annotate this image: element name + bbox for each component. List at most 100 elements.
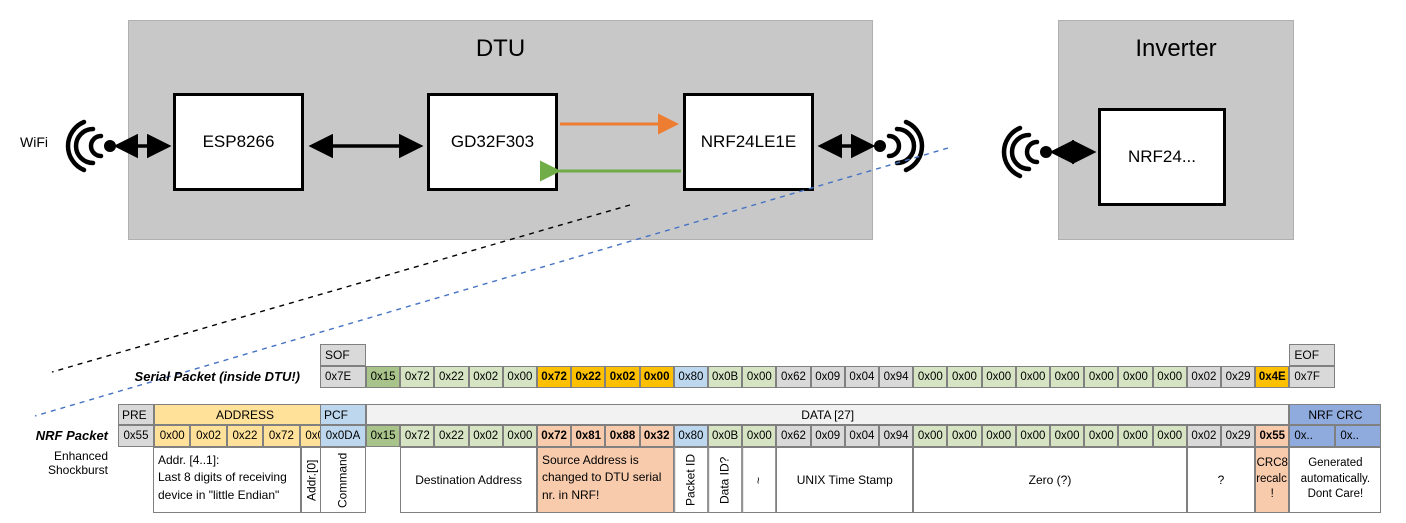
desc-address-note-line-0: Addr. [4..1]: [158, 453, 220, 467]
desc-source-note-line-1: changed to DTU serial [542, 470, 662, 485]
desc-zero: Zero (?) [913, 447, 1187, 513]
nrf-byte-18: 0x00 [981, 425, 1016, 447]
serial-sof-header: SOF [320, 344, 366, 366]
nrf-crc-header: NRF CRC [1289, 404, 1382, 425]
serial-byte-10: 0x0B [708, 366, 743, 388]
nrf-byte-15: 0x94 [879, 425, 914, 447]
desc-tilde: ~ [742, 447, 777, 513]
serial-byte-13: 0x09 [810, 366, 845, 388]
nrf-byte-2: 0x22 [434, 425, 469, 447]
nrf-pre-header: PRE [118, 404, 154, 425]
nrf-pcf-value: 0x0DA [320, 425, 366, 447]
desc-generated-line-0: Generated [1308, 457, 1363, 469]
nrf-byte-26: 0x55 [1255, 425, 1290, 447]
serial-byte-22: 0x00 [1118, 366, 1153, 388]
desc-generated-line-2: Dont Care! [1307, 488, 1364, 501]
serial-byte-14: 0x04 [844, 366, 879, 388]
serial-byte-8: 0x00 [639, 366, 674, 388]
serial-byte-12: 0x62 [776, 366, 811, 388]
nrf-address-byte-1: 0x02 [190, 425, 227, 447]
block-diagram: DTU Inverter ESP8266 GD32F303 NRF24LE1E … [0, 0, 1406, 250]
chip-esp8266-label: ESP8266 [202, 132, 275, 151]
inverter-title: Inverter [1135, 35, 1217, 62]
nrf-address-byte-2: 0x22 [226, 425, 264, 447]
nrf-byte-16: 0x00 [913, 425, 948, 447]
serial-byte-7: 0x02 [605, 366, 640, 388]
wifi-antenna-icon [65, 119, 104, 173]
nrf-byte-14: 0x04 [844, 425, 879, 447]
desc-data-id: Data ID? [708, 447, 743, 513]
desc-source-note-line-0: Source Address is [542, 453, 639, 467]
dtu-title: DTU [475, 35, 526, 62]
serial-byte-23: 0x00 [1152, 366, 1187, 388]
serial-eof-value: 0x7F [1289, 366, 1336, 388]
chip-nrf24le1e[interactable]: NRF24LE1E [683, 93, 814, 191]
serial-byte-17: 0x00 [947, 366, 982, 388]
nrf-address-byte-0: 0x00 [154, 425, 191, 447]
nrf-address-header: ADDRESS [154, 404, 336, 425]
chip-nrf24-inverter[interactable]: NRF24... [1098, 108, 1226, 206]
nrf-byte-3: 0x02 [468, 425, 503, 447]
desc-source-note-line-2: nr. in NRF! [542, 487, 600, 502]
desc-crc8-line-0: CRC8 [1256, 457, 1288, 469]
desc-question: ? [1186, 447, 1256, 513]
serial-byte-20: 0x00 [1050, 366, 1085, 388]
desc-generated-line-1: automatically. [1300, 472, 1371, 485]
serial-byte-18: 0x00 [981, 366, 1016, 388]
serial-byte-5: 0x72 [537, 366, 572, 388]
serial-byte-21: 0x00 [1084, 366, 1119, 388]
serial-byte-1: 0x72 [400, 366, 435, 388]
chip-nrf24-inverter-label: NRF24... [1127, 147, 1197, 166]
desc-crc8-line-2: ! [1270, 488, 1274, 501]
desc-crc8-line-1: recalc. [1256, 472, 1290, 485]
serial-byte-15: 0x94 [879, 366, 914, 388]
serial-byte-3: 0x02 [468, 366, 503, 388]
wifi-label: WiFi [20, 134, 48, 150]
serial-byte-19: 0x00 [1015, 366, 1050, 388]
chip-esp8266[interactable]: ESP8266 [173, 93, 304, 191]
serial-byte-16: 0x00 [913, 366, 948, 388]
chip-gd32f303[interactable]: GD32F303 [427, 93, 558, 191]
nrf-data-header: DATA [27] [366, 404, 1290, 425]
nrf-byte-1: 0x72 [400, 425, 435, 447]
chip-nrf24le1e-label: NRF24LE1E [700, 132, 797, 151]
serial-byte-2: 0x22 [434, 366, 469, 388]
nrf-byte-23: 0x00 [1152, 425, 1187, 447]
desc-unix-time: UNIX Time Stamp [776, 447, 914, 513]
desc-address-note-line-1: Last 8 digits of receiving device in "li… [158, 470, 287, 502]
desc-address-note: Addr. [4..1]: Last 8 digits of receiving … [153, 447, 301, 513]
nrf-packet-label: NRF Packet [35, 428, 108, 443]
serial-byte-9: 0x80 [673, 366, 708, 388]
nrf-pcf-header: PCF [320, 404, 366, 425]
desc-packet-id: Packet ID [673, 447, 708, 513]
nrf-byte-8: 0x32 [639, 425, 674, 447]
nrf-byte-4: 0x00 [502, 425, 537, 447]
serial-packet-label: Serial Packet (inside DTU!) [134, 369, 300, 384]
wifi-antenna-dot [104, 140, 116, 152]
chip-gd32f303-label: GD32F303 [450, 132, 535, 151]
nrf-byte-11: 0x00 [742, 425, 777, 447]
nrf-byte-5: 0x72 [537, 425, 572, 447]
nrf-packet-sublabel: Enhanced Shockburst [47, 449, 108, 477]
serial-byte-0: 0x15 [366, 366, 401, 388]
nrf-crc-byte-1: 0x.. [1335, 425, 1382, 447]
nrf-byte-25: 0x29 [1221, 425, 1256, 447]
serial-byte-4: 0x00 [502, 366, 537, 388]
nrf-byte-9: 0x80 [673, 425, 708, 447]
nrf-byte-21: 0x00 [1084, 425, 1119, 447]
desc-crc8: CRC8 recalc.! [1255, 447, 1290, 513]
serial-byte-24: 0x02 [1186, 366, 1221, 388]
serial-byte-26: 0x4E [1255, 366, 1290, 388]
desc-destination-address: Destination Address [400, 447, 537, 513]
dtu-rf-antenna-icon [886, 119, 925, 173]
desc-source-note: Source Address is changed to DTU serial nr… [537, 447, 674, 513]
inverter-rf-antenna-icon [1001, 125, 1040, 179]
nrf-pre-value: 0x55 [118, 425, 154, 447]
nrf-byte-6: 0x81 [571, 425, 606, 447]
desc-generated: Generated automatically. Dont Care! [1289, 447, 1382, 513]
nrf-byte-0: 0x15 [366, 425, 401, 447]
nrf-byte-10: 0x0B [708, 425, 743, 447]
nrf-byte-13: 0x09 [810, 425, 845, 447]
nrf-byte-17: 0x00 [947, 425, 982, 447]
serial-byte-6: 0x22 [571, 366, 606, 388]
